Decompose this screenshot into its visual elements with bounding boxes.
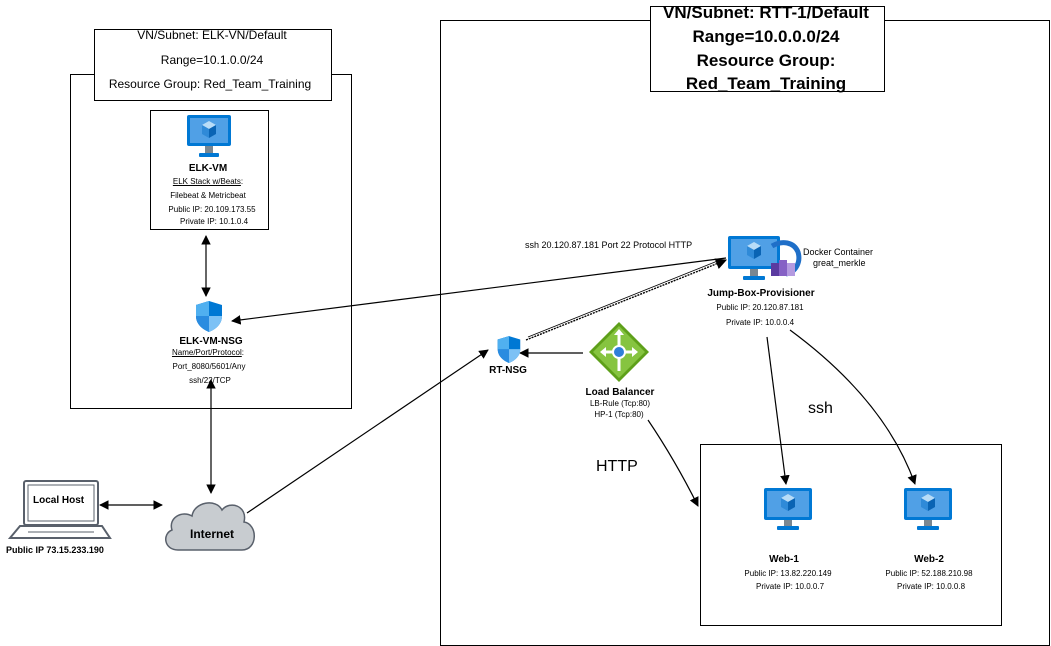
elk-vm-public-ip: Public IP: 20.109.173.55 — [168, 205, 256, 214]
jumpbox-name: Jump-Box-Provisioner — [707, 288, 815, 299]
load-balancer-probe: HP-1 (Tcp:80) — [594, 410, 644, 419]
web2-private-ip: Private IP: 10.0.0.8 — [896, 582, 966, 591]
elk-vnet-range: Range=10.1.0.0/24 — [160, 53, 264, 67]
edge-lb-webs — [647, 419, 699, 507]
elk-vm-stack-line: ELK Stack w/Beats: — [173, 177, 243, 186]
elk-nsg-rule-1: Port_8080/5601/Any — [172, 362, 246, 371]
elk-vm-stack-suffix: : — [240, 177, 244, 186]
local-host-public-ip: Public IP 73.15.233.190 — [6, 545, 104, 555]
elk-vm-beats: Filebeat & Metricbeat — [170, 191, 246, 200]
internet-cloud-icon — [165, 502, 255, 551]
web1-public-ip: Public IP: 13.82.220.149 — [744, 569, 832, 578]
load-balancer-name: Load Balancer — [585, 387, 655, 398]
rtt-vnet-resource-group-name: Red_Team_Training — [685, 74, 847, 93]
ssh-edge-label: ssh — [808, 400, 833, 417]
laptop-icon[interactable] — [8, 480, 112, 542]
web1-private-ip: Private IP: 10.0.0.7 — [755, 582, 825, 591]
elk-nsg-name: ELK-VM-NSG — [179, 336, 243, 347]
http-edge-label: HTTP — [596, 458, 638, 475]
elk-vnet-subnet: VN/Subnet: ELK-VN/Default — [137, 28, 287, 42]
internet-label: Internet — [190, 527, 235, 541]
monitor-icon — [187, 115, 231, 157]
edge-jumpbox-web1 — [766, 336, 790, 485]
elk-nsg-rule-2: ssh/22/TCP — [189, 376, 231, 385]
elk-vm-stack: ELK Stack w/Beats — [172, 177, 241, 186]
elk-nsg-rules-suffix: : — [241, 348, 245, 357]
load-balancer-rule: LB-Rule (Tcp:80) — [589, 399, 651, 408]
elk-vnet-resource-group: Resource Group: Red_Team_Training — [108, 77, 312, 91]
elk-nsg-rules-header-line: Name/Port/Protocol: — [172, 348, 244, 357]
elk-nsg-shield-icon[interactable] — [194, 300, 224, 333]
web2-monitor-icon[interactable] — [903, 486, 953, 532]
web2-name: Web-2 — [914, 554, 944, 565]
rt-nsg-shield-icon[interactable] — [496, 335, 522, 364]
rtt-vnet-resource-group: Resource Group: — [696, 51, 836, 70]
jumpbox-public-ip: Public IP: 20.120.87.181 — [716, 303, 804, 312]
web-subnet-container — [700, 444, 1002, 626]
rtt-vnet-range: Range=10.0.0.0/24 — [692, 27, 840, 46]
rtt-vnet-header — [650, 6, 885, 92]
web1-name: Web-1 — [769, 554, 799, 565]
jumpbox-private-ip: Private IP: 10.0.0.4 — [725, 318, 795, 327]
docker-container-icon — [770, 240, 802, 277]
jumpbox-monitor-icon[interactable] — [727, 233, 781, 283]
ssh-jumpbox-edge-label: ssh 20.120.87.181 Port 22 Protocol HTTP — [525, 240, 693, 250]
elk-vnet-header — [94, 29, 332, 101]
elk-vm-name: ELK-VM — [188, 163, 228, 174]
edge-jumpbox-elknsg — [231, 257, 727, 325]
rtt-vnet-subnet: VN/Subnet: RTT-1/Default — [663, 3, 869, 22]
local-host-label: Local Host — [33, 495, 85, 506]
rt-nsg-name: RT-NSG — [489, 365, 527, 376]
web2-public-ip: Public IP: 52.188.210.98 — [885, 569, 973, 578]
web1-monitor-icon[interactable] — [763, 486, 813, 532]
elk-vm-private-ip: Private IP: 10.1.0.4 — [179, 217, 249, 226]
edge-rtnsg-jumpbox-shadow — [527, 259, 721, 338]
elk-nsg-rules-header: Name/Port/Protocol — [171, 348, 242, 357]
edge-internet-rtnsg — [246, 349, 489, 514]
docker-container-name: great_merkle — [813, 258, 866, 268]
load-balancer-icon[interactable] — [588, 321, 650, 383]
docker-container-label: Docker Container — [803, 247, 874, 257]
edge-jumpbox-web2 — [789, 329, 917, 485]
